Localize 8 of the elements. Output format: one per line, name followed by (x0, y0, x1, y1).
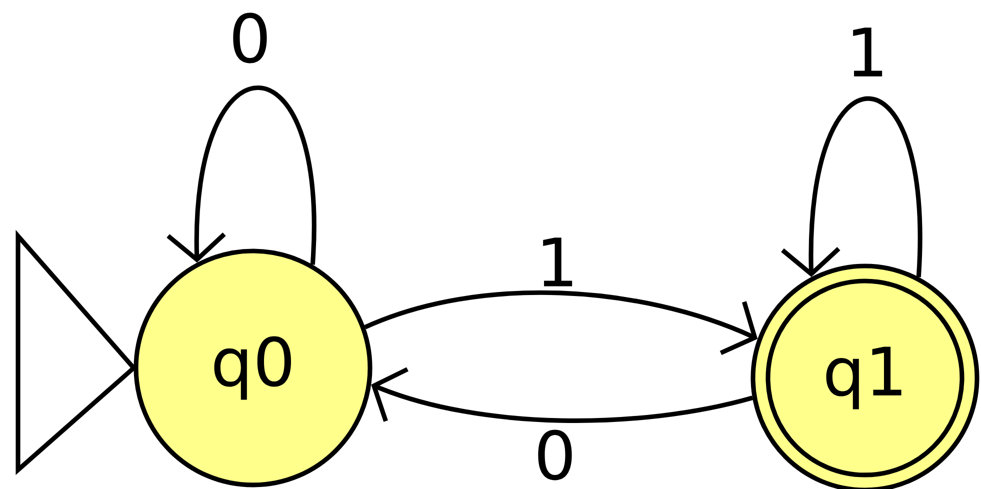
transition-arrow (364, 290, 758, 356)
edge-label: 0 (530, 426, 580, 484)
edge-label: 0 (225, 9, 275, 67)
edge-label: 1 (842, 24, 892, 80)
edge-label: 1 (532, 234, 582, 290)
self-loop-arrow (781, 96, 922, 278)
transition-arrow (371, 367, 754, 423)
self-loop-arrow (166, 86, 316, 265)
